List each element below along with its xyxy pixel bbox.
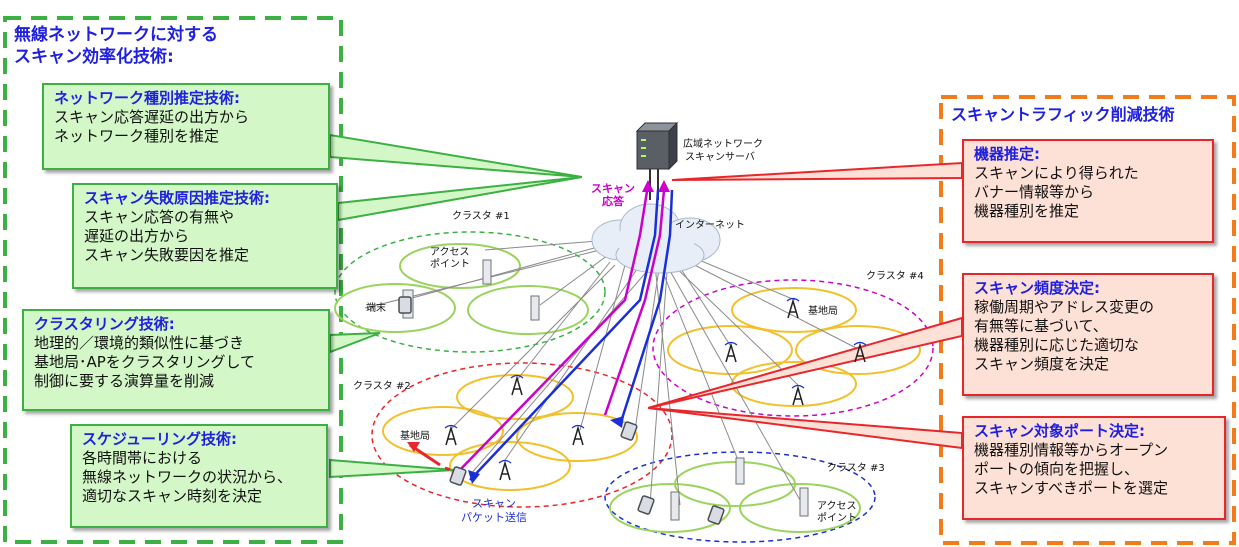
scan-send-label-line-2: パケット送信 — [461, 511, 527, 524]
callout-pointer-scheduling — [329, 458, 456, 479]
device-estimation-line-1: スキャンにより得られた — [974, 164, 1139, 182]
device-estimation-box: 機器推定: スキャンにより得られた バナー情報等から 機器種別を推定 — [962, 139, 1214, 243]
cluster-1-outline — [334, 231, 606, 353]
callout-pointer-device-estimation — [671, 161, 963, 181]
cluster-2-label: クラスタ #2 — [353, 381, 411, 392]
device-estimation-title: 機器推定: — [974, 145, 1040, 163]
left-group-outline — [3, 16, 343, 544]
target-port-line-1: 機器種別情報等からオープン — [974, 441, 1169, 459]
scan-frequency-line-1: 稼働周期やアドレス変更の — [974, 298, 1155, 316]
terminal-label: 端末 — [366, 303, 386, 314]
internet-label: インターネット — [675, 220, 745, 231]
scan-send-path — [469, 189, 660, 481]
base-station-label-1: 基地局 — [808, 306, 838, 317]
scan-failure-cause-title: スキャン失敗原因推定技術: — [84, 189, 270, 207]
scan-response-label-line-1: スキャン — [591, 182, 635, 195]
scan-send-label: スキャン パケット送信 — [452, 497, 536, 525]
target-port-title: スキャン対象ポート決定: — [974, 422, 1145, 440]
left-group-title: 無線ネットワークに対する スキャン効率化技術: — [14, 24, 218, 68]
scan-frequency-line-4: スキャン頻度を決定 — [974, 355, 1110, 373]
scan-failure-cause-box: スキャン失敗原因推定技術: スキャン応答の有無や 遅延の出方から スキャン失敗要… — [72, 183, 338, 289]
scan-failure-cause-line-1: スキャン応答の有無や — [84, 208, 235, 226]
scheduling-title: スケジューリング技術: — [82, 430, 237, 448]
base-station-icons — [445, 298, 866, 481]
server-label: 広域ネットワーク スキャンサーバ — [683, 138, 763, 164]
callout-pointer-network-type — [329, 133, 583, 178]
access-point-label-1-line-2: ポイント — [430, 259, 470, 270]
scan-frequency-line-2: 有無等に基づいて、 — [974, 317, 1108, 335]
scan-response-label-line-2: 応答 — [602, 195, 624, 208]
network-type-estimation-line-1: スキャン応答遅延の出方から — [54, 108, 250, 126]
clustering-box: クラスタリング技術: 地理的／環境的類似性に基づき 基地局･APをクラスタリング… — [22, 309, 330, 411]
cluster-3-outline — [604, 451, 876, 543]
device-estimation-line-2: バナー情報等から — [974, 183, 1095, 201]
server-label-line-1: 広域ネットワーク — [683, 139, 763, 150]
cluster-2-outline — [371, 362, 673, 508]
access-point-label-1-line-1: アクセス — [430, 247, 470, 258]
scan-response-path — [454, 184, 650, 476]
network-type-estimation-line-2: ネットワーク種別を推定 — [54, 127, 220, 145]
left-group-title-line-2: スキャン効率化技術: — [14, 47, 174, 67]
access-point-label-1: アクセス ポイント — [430, 247, 470, 271]
network-type-estimation-title: ネットワーク種別推定技術: — [54, 89, 240, 107]
callout-pointer-clustering — [329, 332, 381, 354]
access-point-label-2: アクセス ポイント — [817, 501, 857, 525]
device-estimation-line-3: 機器種別を推定 — [974, 202, 1080, 220]
callout-pointer-scan-failure — [337, 176, 583, 222]
cluster-3-label: クラスタ #3 — [827, 463, 885, 474]
callout-pointer-target-port — [647, 407, 963, 450]
network-type-estimation-box: ネットワーク種別推定技術: スキャン応答遅延の出方から ネットワーク種別を推定 — [42, 83, 330, 170]
terminal-icons — [398, 296, 725, 525]
clustering-line-3: 制御に要する演算量を削減 — [34, 372, 215, 390]
scan-send-label-line-1: スキャン — [472, 497, 516, 510]
clustering-title: クラスタリング技術: — [34, 315, 175, 333]
scan-failure-cause-line-2: 遅延の出方から — [84, 227, 190, 245]
scan-server-icon — [635, 121, 679, 200]
scheduling-line-3: 適切なスキャン時刻を決定 — [82, 487, 263, 505]
target-port-line-3: スキャンすべきポートを選定 — [974, 479, 1168, 497]
cluster-1-label: クラスタ #1 — [452, 211, 510, 222]
cluster-4-outline — [652, 279, 934, 417]
scan-frequency-line-3: 機器種別に応じた適切な — [974, 336, 1140, 354]
base-station-label-2: 基地局 — [400, 431, 430, 442]
access-point-label-2-line-2: ポイント — [817, 513, 857, 524]
right-group-outline — [939, 95, 1236, 545]
clustering-line-1: 地理的／環境的類似性に基づき — [34, 334, 245, 352]
scheduling-line-2: 無線ネットワークの状況から、 — [82, 468, 293, 486]
left-group-title-line-1: 無線ネットワークに対する — [14, 25, 218, 45]
target-port-box: スキャン対象ポート決定: 機器種別情報等からオープン ポートの傾向を把握し、 ス… — [962, 416, 1226, 520]
scan-failure-cause-line-3: スキャン失敗要因を推定 — [84, 246, 250, 264]
access-point-label-2-line-1: アクセス — [817, 501, 857, 512]
clustering-line-2: 基地局･APをクラスタリングして — [34, 353, 256, 371]
scan-frequency-box: スキャン頻度決定: 稼働周期やアドレス変更の 有無等に基づいて、 機器種別に応じ… — [962, 273, 1214, 396]
scan-response-label: スキャン 応答 — [591, 182, 635, 208]
scan-frequency-title: スキャン頻度決定: — [974, 279, 1100, 297]
target-port-line-2: ポートの傾向を把握し、 — [974, 460, 1140, 478]
scheduling-line-1: 各時間帯における — [82, 449, 203, 467]
cluster-4-label: クラスタ #4 — [866, 271, 924, 282]
server-label-line-2: スキャンサーバ — [685, 152, 755, 163]
right-group-title: スキャントラフィック削減技術 — [951, 105, 1175, 124]
scheduling-box: スケジューリング技術: 各時間帯における 無線ネットワークの状況から、 適切なス… — [70, 424, 328, 528]
